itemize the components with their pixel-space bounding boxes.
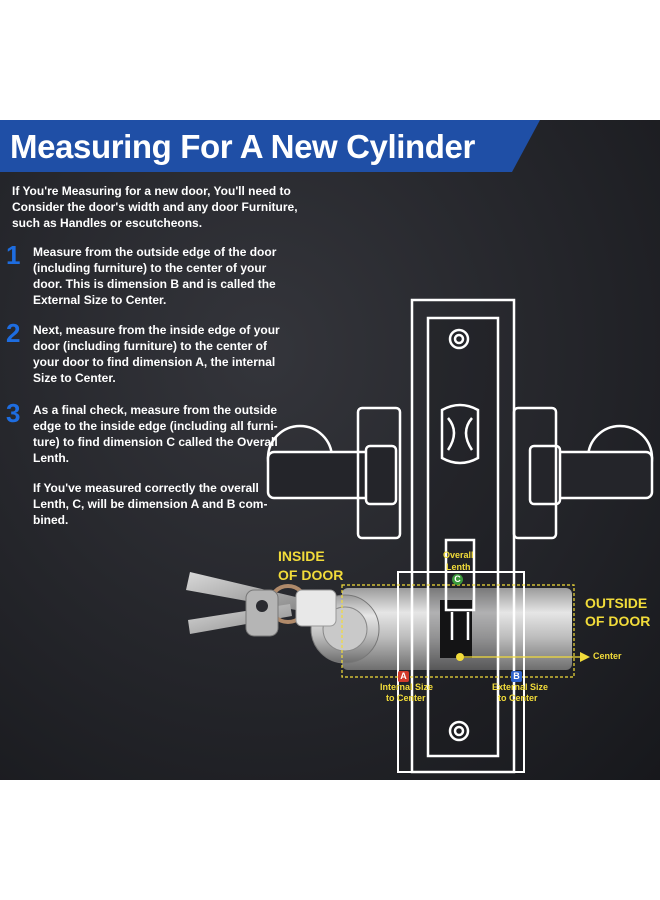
badge-b: B: [511, 671, 522, 682]
internal-label-line2: to Center: [386, 693, 426, 703]
step-number: 1: [6, 240, 21, 270]
title-banner: [0, 120, 660, 172]
overall-label-line1: Overall: [443, 550, 474, 560]
external-label-line2: to Center: [498, 693, 538, 703]
note-text: If You've measured correctly the overall…: [33, 481, 268, 527]
page-title: Measuring For A New Cylinder: [10, 128, 475, 165]
door-handle-icon: [266, 406, 654, 540]
internal-label-line1: Internal Size: [380, 682, 434, 692]
step-text: As a final check, measure from the outsi…: [33, 403, 278, 465]
step-number: 3: [6, 398, 21, 428]
step-text: Next, measure from the inside edge of yo…: [33, 323, 280, 385]
key-icon: [186, 572, 337, 637]
center-label: Center: [593, 651, 622, 661]
badge-c: C: [452, 574, 463, 585]
step-number: 2: [6, 318, 21, 348]
step-text: Measure from the outside edge of the doo…: [33, 245, 277, 307]
overall-label-line2: Lenth: [446, 562, 471, 572]
outside-label-line1: OUTSIDE: [585, 595, 648, 611]
badge-a: A: [398, 671, 409, 682]
intro-text: If You're Measuring for a new door, You'…: [12, 184, 298, 230]
dimension-lines: [341, 584, 580, 678]
inside-label-line1: INSIDE: [278, 548, 325, 564]
outside-label-line2: OF DOOR: [585, 613, 651, 629]
external-label-line1: External Size: [492, 682, 549, 692]
inside-label-line2: OF DOOR: [278, 567, 344, 583]
mortise-plate: [397, 298, 525, 774]
